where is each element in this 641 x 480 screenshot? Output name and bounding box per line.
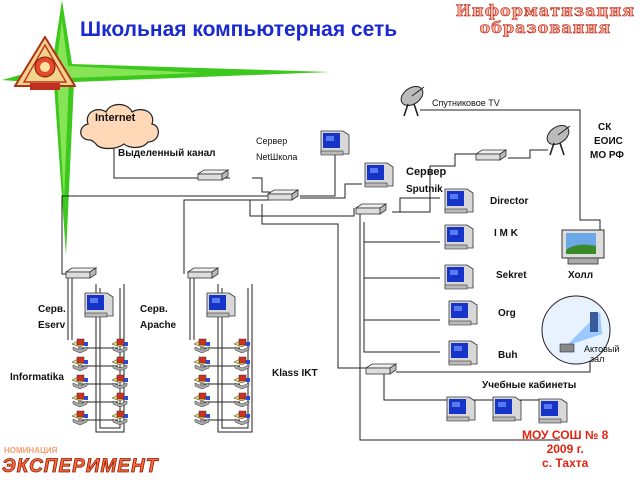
network-switch-icon <box>186 267 220 279</box>
computer-icon <box>233 392 250 408</box>
computer-icon <box>233 356 250 372</box>
nomination-name: ЭКСПЕРИМЕНТ <box>2 456 159 478</box>
computer-icon <box>111 338 128 354</box>
computer-icon <box>111 356 128 372</box>
computer-icon <box>193 410 210 426</box>
computer-icon <box>364 162 394 188</box>
nomination-label: НОМИНАЦИЯ <box>4 446 58 455</box>
computer-icon <box>444 224 474 250</box>
school-emblem-icon <box>14 36 76 90</box>
computer-icon <box>111 410 128 426</box>
satellite-dish-icon <box>400 85 425 117</box>
cloud-icon <box>80 103 159 150</box>
computer-icon <box>320 130 350 156</box>
internet-label: Internet <box>95 112 136 124</box>
sk-label-1: СК <box>598 122 612 133</box>
network-switch-icon <box>474 149 508 161</box>
school-name: МОУ СОШ № 8 <box>522 428 609 442</box>
school-village: с. Тахта <box>542 456 589 470</box>
school-year: 2009 г. <box>546 442 584 456</box>
assembly-hall-label-1: Актовый <box>584 344 620 354</box>
network-switch-icon <box>196 169 230 181</box>
computer-icon <box>444 264 474 290</box>
computer-icon <box>233 338 250 354</box>
computer-icon <box>492 396 522 422</box>
imk-label: I M K <box>494 228 518 239</box>
computer-icon <box>71 374 88 390</box>
org-label: Org <box>498 308 516 319</box>
buh-label: Buh <box>498 350 518 361</box>
sputnik-label-2: Sputnik <box>406 184 443 195</box>
classrooms-label: Учебные кабинеты <box>482 380 577 391</box>
sk-label-2: ЕОИС <box>594 136 623 147</box>
computer-icon <box>448 340 478 366</box>
green-star-burst <box>2 0 330 255</box>
page-title: Школьная компьютерная сеть <box>80 18 398 41</box>
tv-icon <box>561 229 605 265</box>
brand-line-2: образования <box>479 18 612 37</box>
klass-ikt-label: Klass IKT <box>272 368 318 379</box>
computer-icon <box>71 356 88 372</box>
sk-label-3: МО РФ <box>590 150 624 161</box>
brand-logo: Информатизация образования <box>455 1 635 37</box>
satellite-tv-label: Спутниковое TV <box>432 98 500 108</box>
computer-icon <box>71 410 88 426</box>
computer-icon <box>233 374 250 390</box>
network-switch-icon <box>364 363 398 375</box>
school-info: МОУ СОШ № 8 2009 г. с. Тахта <box>522 428 608 470</box>
satellite-dish-icon <box>546 124 571 156</box>
director-label: Director <box>490 196 529 207</box>
computer-icon <box>448 300 478 326</box>
computer-icon <box>538 398 568 424</box>
network-switch-icon <box>354 203 388 215</box>
computer-icon <box>446 396 476 422</box>
computer-icon <box>111 392 128 408</box>
computer-icon <box>193 338 210 354</box>
computer-icon <box>71 338 88 354</box>
brand-line-1: Информатизация <box>455 1 635 20</box>
computer-icon <box>111 374 128 390</box>
computer-icon <box>193 392 210 408</box>
informatika-label: Informatika <box>10 372 64 383</box>
computer-icon <box>233 410 250 426</box>
apache-label-1: Серв. <box>140 304 168 315</box>
eserv-label-2: Eserv <box>38 320 66 331</box>
computer-icon <box>206 292 236 318</box>
eserv-label-1: Серв. <box>38 304 66 315</box>
computer-icon <box>444 188 474 214</box>
holl-label: Холл <box>568 270 594 281</box>
netschool-label-1: Сервер <box>256 136 288 146</box>
network-switch-icon <box>64 267 98 279</box>
computer-icon <box>71 392 88 408</box>
apache-label-2: Apache <box>140 320 177 331</box>
assembly-hall-label-2: зал <box>590 354 605 364</box>
computer-icon <box>193 374 210 390</box>
sekret-label: Sekret <box>496 270 527 281</box>
channel-label: Выделенный канал <box>118 148 216 159</box>
netschool-label-2: NetШкола <box>256 152 298 162</box>
computer-icon <box>193 356 210 372</box>
computer-icon <box>84 292 114 318</box>
projector-icon <box>541 295 611 365</box>
network-switch-icon <box>266 189 300 201</box>
sputnik-label-1: Сервер <box>406 166 447 178</box>
